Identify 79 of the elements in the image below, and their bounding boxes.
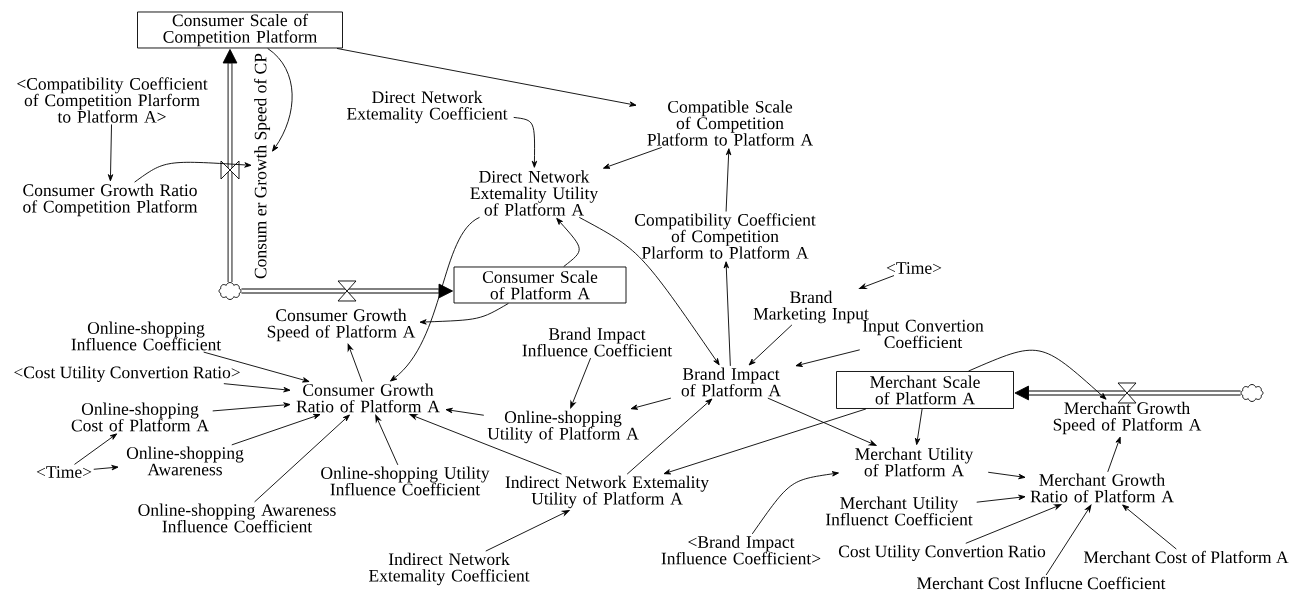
arrow [409,414,562,475]
variable-label: Online-shopping Awareness Influence Coefficient [138,503,336,533]
variable-label: Merchant Cost Influcne Coefficient [917,576,1166,590]
arrow [223,383,291,393]
variable-label: Brand Impact of Platform A [681,367,781,397]
variable-label: Merchant Utility of Platform A [855,447,974,477]
variable-label: <Cost Utility Convertion Ratio> [14,366,240,382]
arrow [578,216,720,366]
variable-label: <Compatibility Coefficient of Competition Plarform to Platform A> [17,77,208,123]
arrow [212,402,291,412]
variable-label: Online-shopping Utility of Platform A [487,410,639,444]
variable-label: Merchant Cost of Platform A [1083,550,1289,564]
variable-label: Cost Utility Convertion Ratio [838,545,1046,561]
variable-label: Indirect Network Extemality Utility of Platform A [505,475,709,509]
stock-box: Consumer Scale of Competition Platform [137,11,343,49]
variable-label: Consumer Growth Speed of Platform A [267,308,416,342]
variable-label: Merchant Utility Influenct Coefficient [825,496,973,526]
arrow [93,464,119,471]
arrow [107,124,114,182]
variable-label: Online-shopping Utility Influence Coefficient [321,466,490,496]
flow-label: Consum er Growth Speed of CP [254,53,271,279]
variable-label: Direct Network Extemality Coefficient [347,90,508,124]
arrow [485,510,570,552]
arrow [965,504,1062,544]
arrow [968,349,1107,400]
variable-label: Direct Network Extemality Utility of Platform A [470,170,599,216]
variable-label: Compatible Scale of Competition Platform to Platform A [647,100,813,146]
arrow [513,116,538,168]
arrow [751,471,839,535]
variable-label: Compatibility Coefficient of Competition Plarform to Platform A [635,213,816,259]
arrow [336,48,637,107]
stock-box: Merchant Scale of Platform A [836,371,1014,409]
arrow [375,414,399,466]
arrow [663,408,867,475]
arrow [795,349,861,367]
arrow [231,413,321,446]
arrow [445,407,485,416]
variable-label: <Time> [886,262,942,274]
arrow [570,357,592,409]
flow-pipe [222,49,238,283]
arrow [419,303,509,325]
arrow [556,217,580,267]
arrow [267,48,293,152]
variable-label: Consumer Growth Ratio of Competition Platform [23,183,198,217]
variable-label: Merchant Growth Speed of Platform A [1053,401,1202,435]
variable-label: Consumer Growth Ratio of Platform A [296,383,440,413]
arrow [723,261,731,367]
arrow [987,471,1026,480]
variable-label: Online-shopping Cost of Platform A [71,402,209,432]
arrow [1045,504,1092,576]
arrow [390,216,480,382]
flow-pipe [241,283,453,299]
flow-pipe [1014,385,1241,401]
arrow [134,161,252,183]
arrow [254,414,350,503]
cloud-symbol [218,282,242,300]
arrow [976,494,1026,503]
arrow [767,397,877,446]
variable-label: Online-shopping Awareness [126,446,244,476]
arrow [859,275,895,290]
arrow [347,343,363,383]
variable-label: Online-shopping Influence Coefficient [71,321,222,351]
variable-label: <Brand Impact Influence Coefficient> [661,535,821,565]
variable-label: Indirect Network Extemality Coefficient [369,552,530,586]
variable-label: Brand Impact Influence Coefficient [522,327,673,357]
arrow [203,351,310,383]
arrow [914,408,923,446]
variable-label: <Time> [36,466,92,478]
arrow [1122,504,1177,550]
arrow [603,146,663,169]
arrow [1107,436,1121,473]
variable-label: Merchant Growth Ratio of Platform A [1030,473,1174,503]
arrow [626,398,713,475]
arrow [74,433,118,465]
arrow [748,324,793,366]
cloud-symbol [1240,384,1264,402]
arrow [725,148,732,212]
arrow [630,397,672,410]
stock-box: Consumer Scale of Platform A [453,266,627,304]
